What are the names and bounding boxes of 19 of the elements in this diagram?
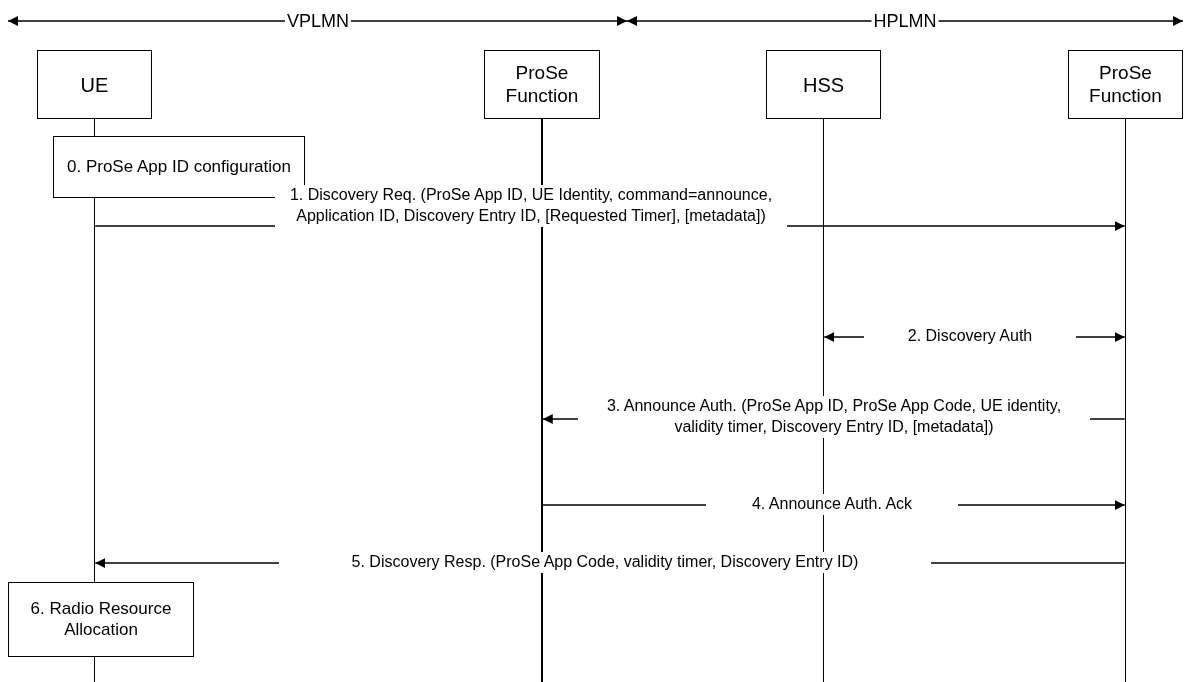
edge-label: 2. Discovery Auth — [864, 326, 1076, 347]
process-box — [53, 136, 305, 198]
participant-box — [37, 50, 152, 119]
edge-label: 3. Announce Auth. (ProSe App ID, ProSe App Code, UE identity, validity timer, Discovery Entry ID, [metadata]) — [578, 396, 1090, 438]
edge-label: 1. Discovery Req. (ProSe App ID, UE Identity, command=announce, Application ID, Discovery Entry ID, [Requested Timer], [metadata]) — [275, 185, 787, 227]
participant-box — [1068, 50, 1183, 119]
box-text: UE — [80, 72, 109, 97]
lifeline — [1124, 119, 1127, 682]
participant-box — [484, 50, 600, 119]
box-text: ProSe Function — [1088, 61, 1163, 108]
edge-label: 5. Discovery Resp. (ProSe App Code, validity timer, Discovery Entry ID) — [279, 552, 931, 573]
edge-label: 4. Announce Auth. Ack — [706, 494, 958, 515]
box-text: HSS — [802, 72, 845, 97]
box-text: ProSe Function — [504, 61, 580, 108]
participant-box — [766, 50, 881, 119]
process-box — [8, 582, 194, 657]
box-text: 6. Radio Resource Allocation — [29, 599, 173, 640]
box-text: 0. ProSe App ID configuration — [67, 156, 291, 178]
lifeline — [541, 119, 543, 682]
